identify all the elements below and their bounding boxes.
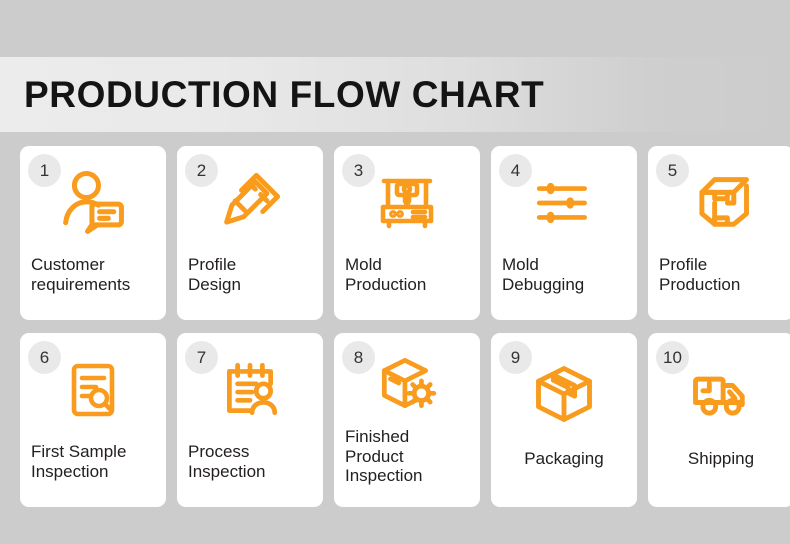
page-title: PRODUCTION FLOW CHART bbox=[24, 74, 545, 115]
step-number-badge: 2 bbox=[185, 154, 218, 187]
document-magnifier-icon bbox=[20, 333, 166, 441]
step-number-badge: 7 bbox=[185, 341, 218, 374]
step-label: Mold Production bbox=[345, 255, 427, 294]
customer-requirements-icon bbox=[20, 146, 166, 254]
title-banner: PRODUCTION FLOW CHART bbox=[0, 57, 790, 132]
box-gear-icon bbox=[334, 333, 480, 427]
delivery-truck-clock-icon bbox=[648, 333, 790, 449]
step-number-badge: 1 bbox=[28, 154, 61, 187]
clipboard-person-icon bbox=[177, 333, 323, 441]
sliders-settings-icon bbox=[491, 146, 637, 254]
step-label: Profile Production bbox=[659, 255, 741, 294]
package-box-icon bbox=[491, 333, 637, 449]
step-number-badge: 8 bbox=[342, 341, 375, 374]
step-number-badge: 3 bbox=[342, 154, 375, 187]
step-number-badge: 6 bbox=[28, 341, 61, 374]
step-label: Shipping bbox=[687, 449, 755, 468]
step-label: First Sample Inspection bbox=[31, 442, 127, 481]
step-label: Process Inspection bbox=[188, 442, 266, 481]
i-beam-profile-icon bbox=[648, 146, 790, 254]
step-number-badge: 10 bbox=[656, 341, 689, 374]
step-label: Mold Debugging bbox=[502, 255, 585, 294]
mold-machine-icon bbox=[334, 146, 480, 254]
pencil-ruler-design-icon bbox=[177, 146, 323, 254]
step-number-badge: 9 bbox=[499, 341, 532, 374]
step-label: Customer requirements bbox=[31, 255, 131, 294]
step-label: Packaging bbox=[524, 449, 604, 468]
step-label: Profile Design bbox=[188, 255, 241, 294]
step-number-badge: 4 bbox=[499, 154, 532, 187]
step-label: Finished Product Inspection bbox=[345, 427, 423, 486]
step-number-badge: 5 bbox=[656, 154, 689, 187]
